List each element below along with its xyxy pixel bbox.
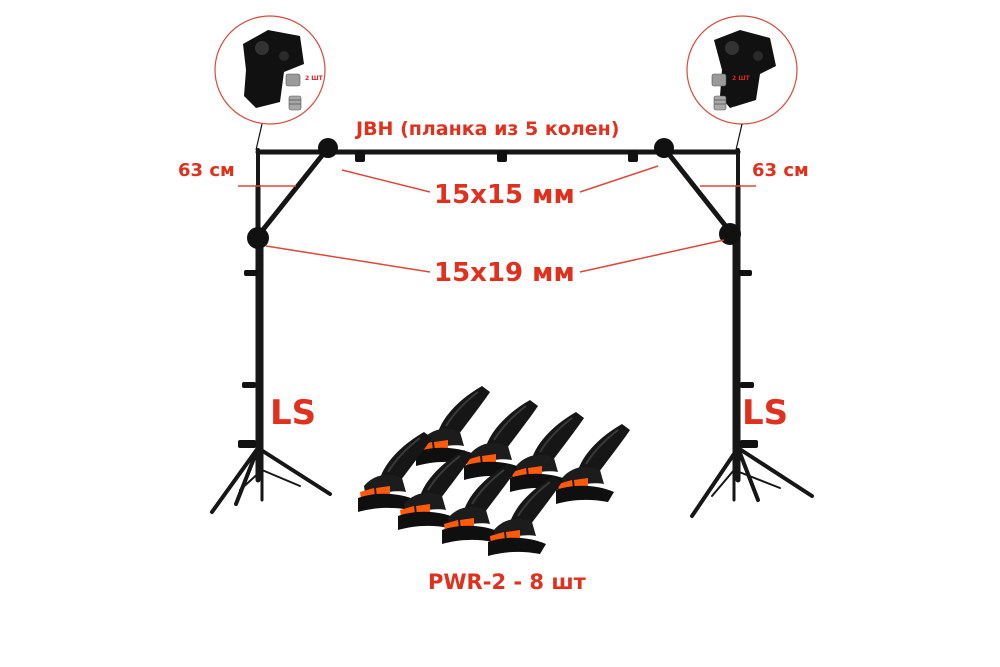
inset-qty-right: 2 ШТ <box>732 75 751 82</box>
clamps-label: PWR-2 - 8 шт <box>428 570 586 594</box>
inset-qty-left: 2 ШТ <box>305 75 324 82</box>
tube-size-bottom-label: 15x19 мм <box>434 258 575 288</box>
pointer-lines <box>238 165 756 273</box>
tube-size-top-label: 15x15 мм <box>434 180 575 210</box>
tripod-stand-icon <box>210 446 332 514</box>
right-connector-inset: 2 ШТ <box>686 15 798 151</box>
frame-joints <box>238 138 758 448</box>
right-stand-label: LS <box>742 393 789 433</box>
tripod-stand-icon <box>690 446 814 518</box>
adapter-screw-icon <box>711 73 727 111</box>
right-length-label: 63 см <box>752 160 809 181</box>
spring-clamps <box>357 385 631 557</box>
left-length-label: 63 см <box>178 160 235 181</box>
t-connector-icon <box>243 30 304 108</box>
left-stand-label: LS <box>270 393 317 433</box>
adapter-screw-icon <box>285 73 302 111</box>
crossbar-label: JBH (планка из 5 колен) <box>356 118 620 140</box>
left-connector-inset: 2 ШТ <box>214 15 326 151</box>
t-connector-icon <box>714 30 776 108</box>
